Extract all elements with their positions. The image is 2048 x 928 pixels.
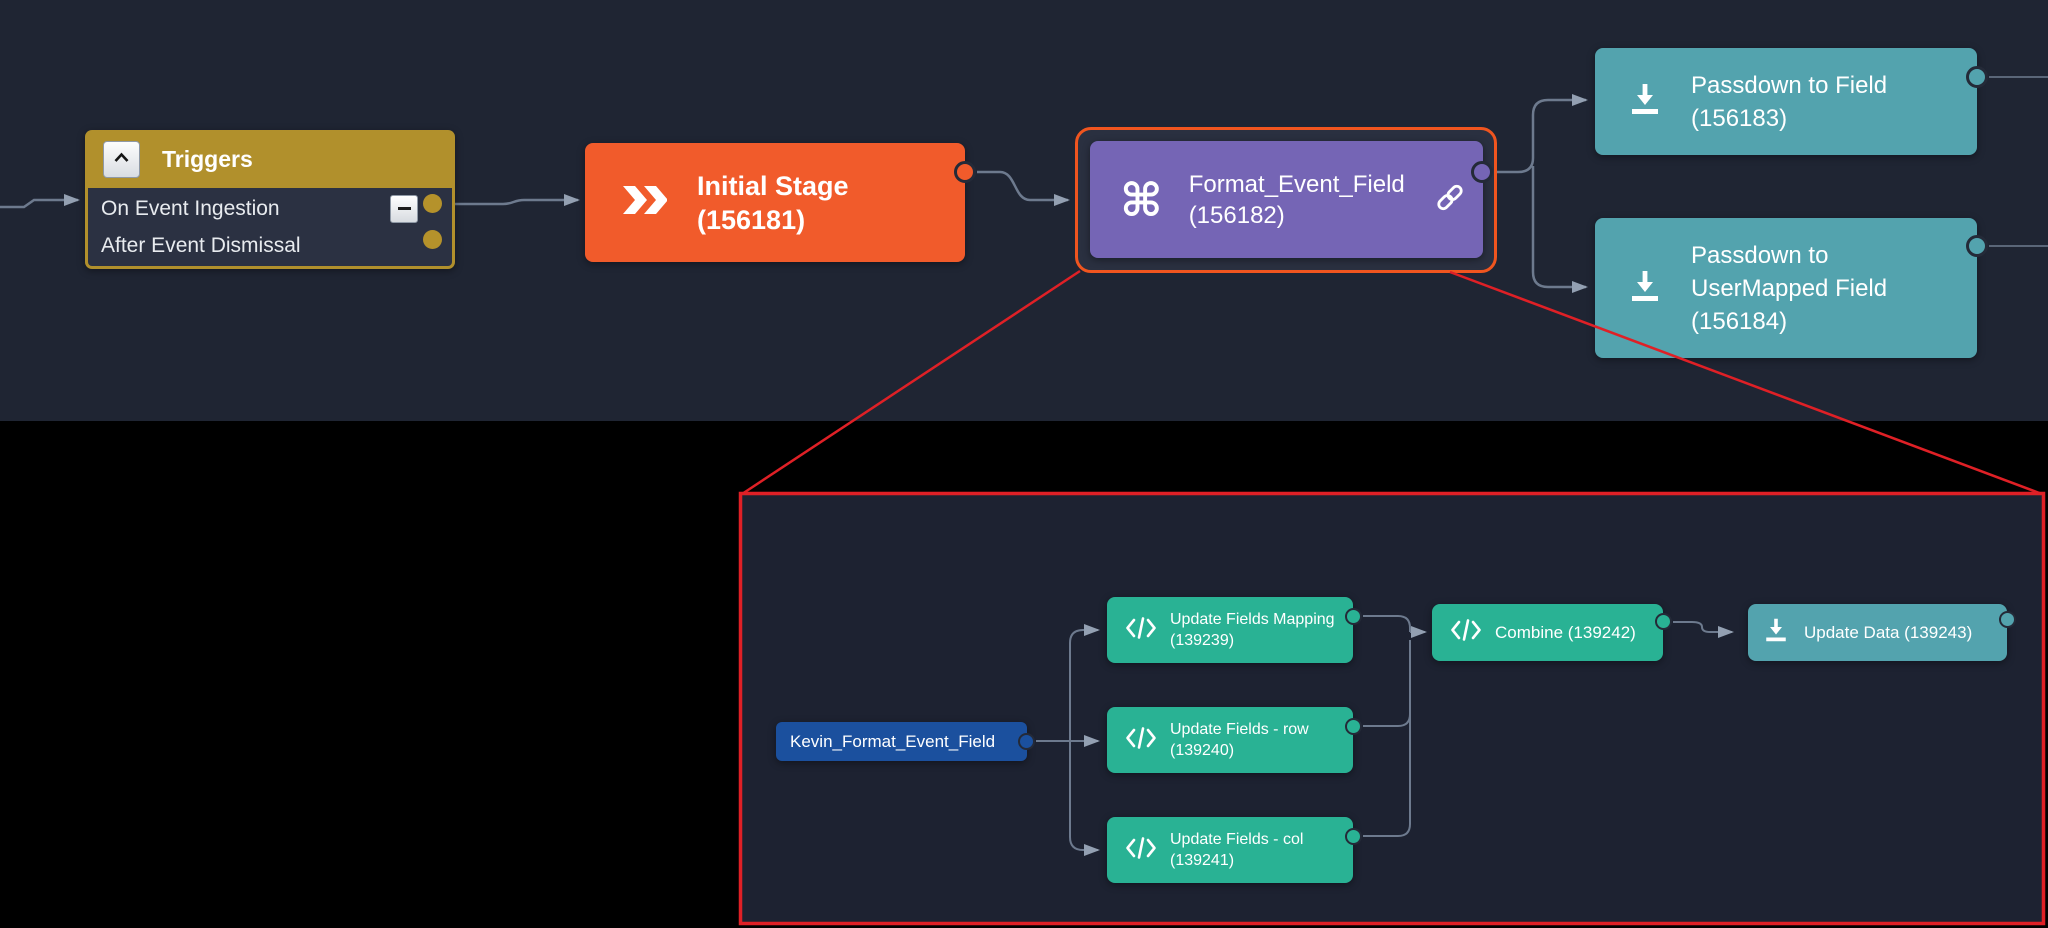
node-id: (139241) [1170,852,1235,869]
download-icon [1629,270,1661,307]
passdown-to-field-node[interactable]: Passdown to Field (156183) [1595,48,1977,155]
node-title: Passdown to [1691,241,1829,269]
initial-stage-output-port[interactable] [954,161,976,183]
update-fields-col-output-port[interactable] [1345,828,1362,845]
node-id: (156181) [697,204,806,235]
trigger-output-port-on-event-ingestion[interactable] [423,194,442,213]
command-icon: ⌘ [1120,173,1163,226]
node-title: Combine (139242) [1495,622,1636,642]
kevin-format-event-field-node[interactable]: Kevin_Format_Event_Field [776,722,1027,761]
node-title: Update Data (139243) [1804,622,1973,642]
download-icon [1764,618,1788,647]
node-title: Update Fields Mapping [1170,611,1335,628]
passdown-to-field-output-port[interactable] [1966,66,1988,88]
triggers-title: Triggers [162,145,253,172]
node-title: UserMapped Field [1691,274,1888,302]
remove-trigger-button[interactable] [390,194,418,223]
trigger-label: After Event Dismissal [101,233,301,257]
node-title: Update Fields - row [1170,721,1309,738]
node-title: Format_Event_Field [1188,170,1405,198]
trigger-row-on-event-ingestion[interactable]: On Event Ingestion [88,190,452,227]
update-fields-row-output-port[interactable] [1345,718,1362,735]
chevron-up-icon [113,150,130,168]
code-icon [1450,618,1482,647]
minus-icon [397,207,411,210]
double-chevron-right-icon [621,185,668,220]
node-id: (156183) [1691,104,1788,132]
node-id: (156182) [1188,201,1285,229]
zoom-inset-background [742,495,2042,922]
link-icon[interactable] [1433,180,1467,219]
node-title: Kevin_Format_Event_Field [790,731,996,751]
node-id: (139240) [1170,742,1235,759]
trigger-output-port-after-event-dismissal[interactable] [423,230,442,249]
trigger-row-after-event-dismissal[interactable]: After Event Dismissal [88,227,452,264]
triggers-body: On Event Ingestion After Event Dismissal [85,188,455,269]
collapse-button[interactable] [103,140,140,178]
update-fields-col-node[interactable]: Update Fields - col (139241) [1107,817,1353,883]
kevin-output-port[interactable] [1018,733,1035,750]
update-fields-mapping-output-port[interactable] [1345,608,1362,625]
node-id: (139239) [1170,632,1235,649]
initial-stage-node[interactable]: Initial Stage (156181) [585,143,965,262]
update-fields-row-node[interactable]: Update Fields - row (139240) [1107,707,1353,773]
trigger-label: On Event Ingestion [101,196,280,220]
format-event-field-output-port[interactable] [1471,161,1493,183]
code-icon [1125,616,1157,645]
code-icon [1125,836,1157,865]
triggers-header: Triggers [85,130,455,188]
passdown-to-usermapped-field-node[interactable]: Passdown to UserMapped Field (156184) [1595,218,1977,358]
update-data-node[interactable]: Update Data (139243) [1748,604,2007,661]
node-title: Update Fields - col [1170,831,1304,848]
combine-node[interactable]: Combine (139242) [1432,604,1663,661]
node-id: (156184) [1691,307,1788,335]
format-event-field-node[interactable]: ⌘ Format_Event_Field (156182) [1090,141,1483,258]
code-icon [1125,726,1157,755]
download-icon [1629,83,1661,120]
update-data-output-port[interactable] [1999,611,2016,628]
update-fields-mapping-node[interactable]: Update Fields Mapping (139239) [1107,597,1353,663]
node-title: Initial Stage [697,170,849,201]
passdown-to-usermapped-output-port[interactable] [1966,235,1988,257]
node-title: Passdown to Field [1691,71,1888,99]
combine-output-port[interactable] [1655,613,1672,630]
triggers-node[interactable]: Triggers On Event Ingestion After Event … [85,130,455,269]
